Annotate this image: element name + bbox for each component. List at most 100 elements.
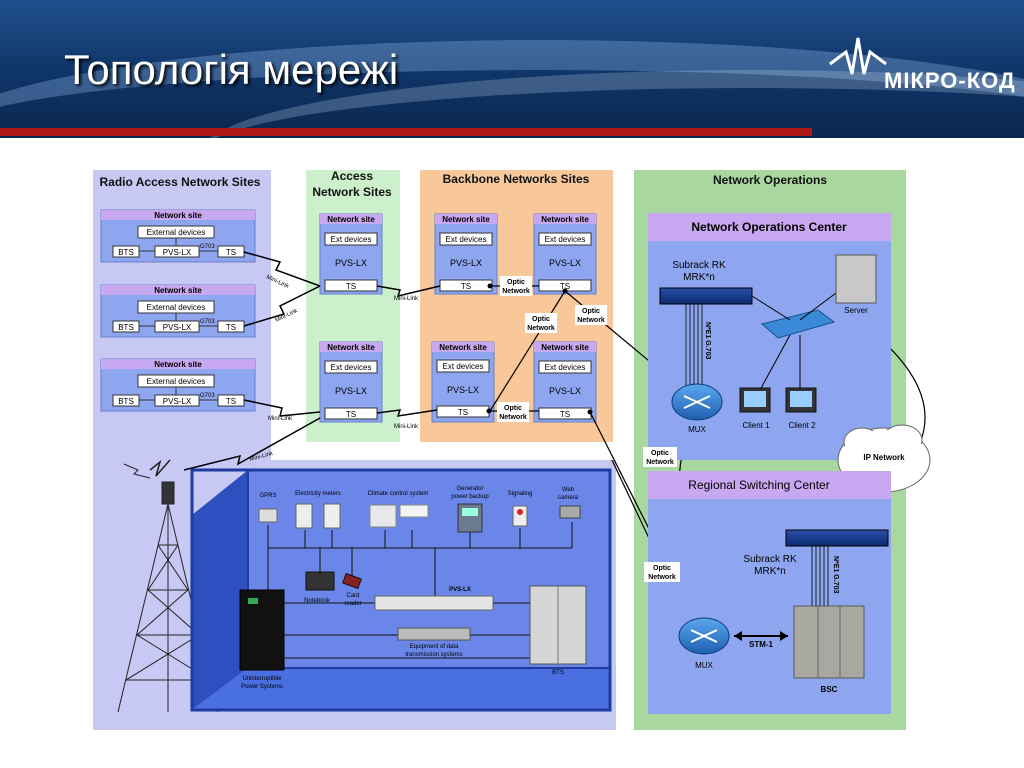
backbone-site-1: Network site Ext devices PVS-LX TS bbox=[434, 213, 498, 295]
ran-site-2-g703: G703 bbox=[200, 319, 215, 325]
ups-icon bbox=[239, 589, 285, 671]
backbone-site-1-ext: Ext devices bbox=[446, 235, 487, 244]
backbone-site-1-pvs: PVS-LX bbox=[450, 258, 482, 268]
backbone-site-2-pvs: PVS-LX bbox=[549, 258, 581, 268]
rsc-e1-lines bbox=[811, 546, 829, 606]
signaling-icon bbox=[512, 505, 528, 527]
ups-label-2: Power Systems bbox=[241, 684, 283, 690]
backbone-site-3: Network site Ext devices PVS-LX TS bbox=[431, 341, 495, 423]
optic-label-5-b: Network bbox=[646, 459, 674, 466]
ran-site-1: Network site External devices BTS PVS-LX… bbox=[100, 209, 256, 263]
ran-site-1-pvs: PVS-LX bbox=[163, 248, 192, 257]
noc-title: Network Operations Center bbox=[691, 220, 847, 234]
ip-network-label: IP Network bbox=[863, 453, 905, 462]
noc-ne1-label: N*E1 G.703 bbox=[704, 322, 711, 359]
noc-e1-lines bbox=[685, 304, 703, 385]
backbone-title: Backbone Networks Sites bbox=[443, 172, 590, 186]
ran-site-1-external-text: External devices bbox=[147, 228, 206, 237]
gprs-label: GPRS bbox=[259, 493, 276, 499]
optic-label-3: Optic Network bbox=[575, 305, 607, 325]
access-site-2: Network site Ext devices PVS-LX TS bbox=[319, 341, 383, 423]
meters-label: Electricity meters bbox=[295, 491, 341, 497]
backbone-site-4-ext: Ext devices bbox=[545, 363, 586, 372]
backbone-site-2-ts: TS bbox=[560, 282, 570, 291]
server-label: Server bbox=[844, 306, 868, 315]
data-transmission-equipment-icon bbox=[397, 627, 471, 641]
noc-subrack-label-2: MRK*n bbox=[683, 272, 715, 283]
mini-link-label-4: Mini-Link bbox=[394, 296, 419, 302]
mini-link-label-3: Mini-Link bbox=[268, 416, 293, 422]
logo-text: МІКРО-КОД bbox=[884, 68, 1016, 93]
optic-label-6-b: Network bbox=[648, 574, 676, 581]
optic-label-4-b: Network bbox=[499, 414, 527, 421]
climate-label: Climate control system bbox=[368, 491, 429, 497]
access-site-1-ext: Ext devices bbox=[331, 235, 372, 244]
ran-site-1-label: Network site bbox=[154, 211, 202, 220]
notebook-label: Notebook bbox=[304, 598, 331, 604]
climate-unit-icon bbox=[369, 504, 397, 528]
noc-header bbox=[648, 213, 891, 241]
ran-site-3-external: External devices bbox=[147, 377, 206, 386]
optic-label-4-a: Optic bbox=[504, 405, 522, 412]
ran-site-2-ts: TS bbox=[226, 323, 236, 332]
access-site-2-pvs: PVS-LX bbox=[335, 386, 367, 396]
ran-site-1-g703: G703 bbox=[200, 244, 215, 250]
optic-label-4: Optic Network bbox=[497, 402, 529, 422]
logo-icon bbox=[829, 37, 887, 75]
ran-site-3-ts: TS bbox=[226, 397, 236, 406]
optic-label-1-b: Network bbox=[502, 288, 530, 295]
ran-site-1-bts: BTS bbox=[118, 248, 134, 257]
electricity-meter-icon bbox=[295, 503, 313, 529]
backbone-site-2: Network site Ext devices PVS-LX TS bbox=[533, 213, 597, 295]
noc-subrack-icon bbox=[659, 287, 753, 305]
header-red-line bbox=[0, 128, 812, 136]
electricity-meter-icon-2 bbox=[323, 503, 341, 529]
noc-mux-label: MUX bbox=[688, 425, 706, 434]
optic-label-2: Optic Network bbox=[525, 313, 557, 333]
optic-label-1: Optic Network bbox=[500, 276, 532, 296]
ops-title: Network Operations bbox=[713, 173, 827, 187]
backbone-site-2-ext: Ext devices bbox=[545, 235, 586, 244]
bts-cabinet-label: BTS bbox=[552, 670, 564, 676]
backbone-site-4: Network site Ext devices PVS-LX TS bbox=[533, 341, 597, 423]
signaling-label: Signaling bbox=[508, 491, 533, 497]
backbone-site-1-ts: TS bbox=[461, 282, 471, 291]
access-site-2-label: Network site bbox=[327, 343, 375, 352]
mini-link-lines bbox=[183, 251, 441, 471]
backbone-site-3-ts: TS bbox=[458, 408, 468, 417]
access-site-2-ext: Ext devices bbox=[331, 363, 372, 372]
rsc-subrack-label-1: Subrack RK bbox=[743, 554, 797, 565]
optic-label-5: Optic Network bbox=[643, 447, 677, 467]
web-label-2: camera bbox=[558, 495, 579, 501]
equip-label-2: transmission systems bbox=[405, 652, 462, 658]
optic-label-5-a: Optic bbox=[651, 450, 669, 457]
optic-label-1-a: Optic bbox=[507, 279, 525, 286]
backbone-site-2-label: Network site bbox=[541, 215, 589, 224]
backbone-site-3-label: Network site bbox=[439, 343, 487, 352]
equip-label-1: Equipment of data bbox=[410, 644, 459, 650]
ran-site-2-pvs: PVS-LX bbox=[163, 323, 192, 332]
ran-title: Radio Access Network Sites bbox=[100, 175, 261, 189]
ran-site-3-pvs: PVS-LX bbox=[163, 397, 192, 406]
stm1-label: STM-1 bbox=[749, 640, 774, 649]
access-site-2-ts: TS bbox=[346, 410, 356, 419]
access-title-1: Access bbox=[331, 169, 373, 183]
web-label-1: Web bbox=[562, 487, 575, 493]
web-camera-icon bbox=[559, 505, 581, 519]
ran-site-2: Network site External devices BTS PVS-LX… bbox=[100, 284, 256, 338]
backbone-site-3-pvs: PVS-LX bbox=[447, 385, 479, 395]
noc-subrack-label-1: Subrack RK bbox=[672, 260, 726, 271]
mini-link-label-5: Mini-Link bbox=[394, 424, 419, 430]
ran-site-2-external: External devices bbox=[147, 303, 206, 312]
card-label-1: Card bbox=[346, 593, 359, 599]
air-conditioner-icon bbox=[399, 504, 429, 518]
access-site-1: Network site Ext devices PVS-LX TS bbox=[319, 213, 383, 295]
ran-site-2-bts: BTS bbox=[118, 323, 134, 332]
gprs-icon bbox=[258, 508, 278, 523]
notebook-icon bbox=[305, 571, 335, 591]
bsc-icon bbox=[793, 605, 865, 679]
optic-label-2-b: Network bbox=[527, 325, 555, 332]
card-reader-icon bbox=[342, 572, 362, 590]
mini-link-label-2: Mini-Link bbox=[274, 308, 299, 324]
access-title-2: Network Sites bbox=[312, 185, 392, 199]
